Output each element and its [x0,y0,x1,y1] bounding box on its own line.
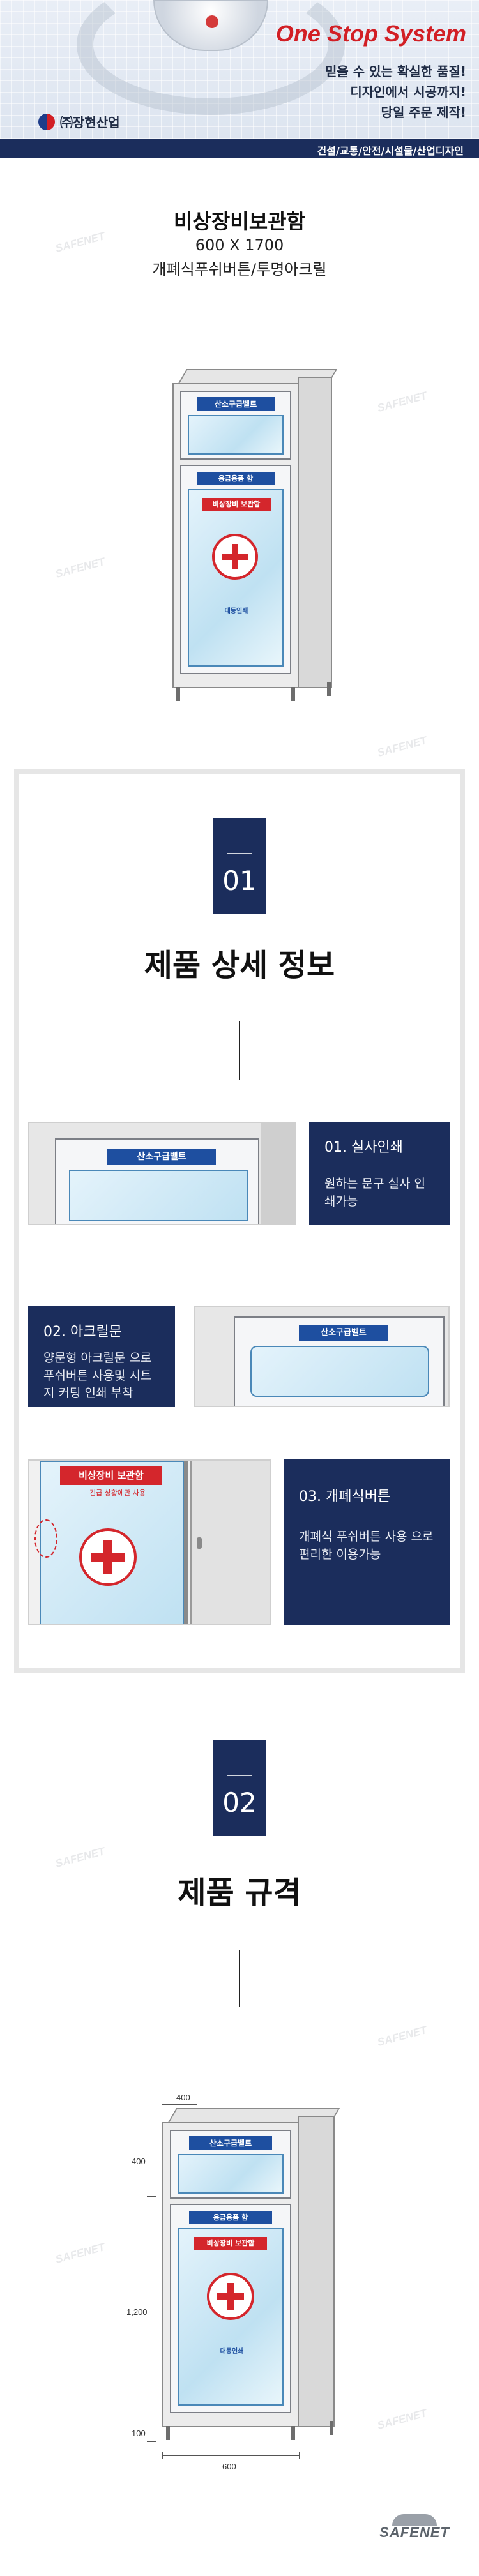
watermark: SAFENET [54,555,107,580]
safenet-logo: SAFENET [373,2514,456,2540]
cabinet-leg [176,687,180,701]
cabinet-leg [327,682,331,696]
first-aid-cross-icon [207,2273,254,2320]
lower-door-label: 응급용품 함 [189,2211,272,2224]
product-size: 600 X 1700 [195,236,284,254]
detail-image-print: 산소구급벨트 [28,1122,296,1225]
detail-box-1: 01. 실사인쇄 원하는 문구 실사 인쇄가능 [309,1122,450,1225]
company-name: ㈜장현산업 [60,115,120,130]
company-logo: ㈜장현산업 [38,112,120,131]
watermark: SAFENET [376,734,429,759]
watermark: SAFENET [54,1845,107,1870]
banner-slogan-1: 믿을 수 있는 확실한 품질! [325,64,466,79]
section-number-badge: 01 [213,818,266,914]
divider-line [239,1950,240,2007]
lower-door-glass: 비상장비 보관함 대동인쇄 [188,489,284,667]
lamp-red-light [206,15,218,28]
divider-line [239,1021,240,1080]
cabinet-product-image: 산소구급벨트 응급용품 함 비상장비 보관함 대동인쇄 [172,369,351,701]
first-aid-cross-icon [212,534,258,580]
banner-title: One Stop System [275,20,466,47]
detail-image-acrylic: 산소구급벨트 [194,1306,450,1407]
dimension-depth: 400 [176,2093,190,2102]
first-aid-cross-icon [79,1528,137,1586]
lower-door-label: 응급용품 함 [197,472,275,485]
push-button-highlight [34,1519,57,1558]
brand-label: 대동인쇄 [224,608,248,615]
detail-label: 산소구급벨트 [299,1325,388,1341]
watermark: SAFENET [376,2024,429,2049]
category-text: 건설/교통/안전/시설물/산업디자인 [317,145,464,157]
detail-description: 개폐식 푸쉬버튼 사용 으로 편리한 이용가능 [299,1530,434,1562]
red-label: 비상장비 보관함 [194,2237,267,2250]
detail-red-label: 비상장비 보관함 [60,1466,162,1485]
brand-label: 대동인쇄 [220,2348,244,2355]
section-number-badge: 02 [213,1740,266,1836]
watermark: SAFENET [54,2241,107,2266]
dimension-width: 600 [222,2462,236,2471]
dimension-legs: 100 [132,2429,146,2438]
cabinet-leg [291,687,295,701]
detail-box-2: 02. 아크릴문 양문형 아크릴문 으로 푸쉬버튼 사용및 시트지 커팅 인쇄 … [28,1306,175,1407]
header-banner: One Stop System 믿을 수 있는 확실한 품질! 디자인에서 시공… [0,0,479,158]
upper-door-glass [188,415,284,455]
watermark: SAFENET [376,2407,429,2432]
banner-slogan-2: 디자인에서 시공까지! [350,84,466,100]
door-handle [197,1537,202,1549]
detail-image-button: 비상장비 보관함 긴급 상황에만 사용 [28,1459,271,1625]
detail-red-sub: 긴급 상황에만 사용 [89,1489,146,1497]
banner-slogan-3: 당일 주문 제작! [381,105,466,120]
red-label: 비상장비 보관함 [202,498,271,511]
dimension-lower: 1,200 [126,2307,148,2317]
detail-title: 02. 아크릴문 [43,1324,122,1340]
cabinet-upper-door: 산소구급벨트 [180,391,291,460]
watermark: SAFENET [376,389,429,414]
detail-description: 원하는 문구 실사 인쇄가능 [324,1177,425,1209]
product-title: 비상장비보관함 [173,209,306,234]
cabinet-side [298,377,332,688]
section-title: 제품 상세 정보 [144,947,335,983]
product-description: 개폐식푸쉬버튼/투명아크릴 [152,260,327,278]
dimension-line-horizontal [162,2455,299,2456]
detail-description: 양문형 아크릴문 으로 푸쉬버튼 사용및 시트지 커팅 인쇄 부착 [43,1351,152,1401]
detail-title: 01. 실사인쇄 [324,1140,403,1156]
upper-door-label: 산소구급벨트 [189,2136,272,2150]
detail-box-3: 03. 개폐식버튼 개폐식 푸쉬버튼 사용 으로 편리한 이용가능 [284,1459,450,1625]
detail-label: 산소구급벨트 [107,1149,216,1165]
safenet-logo-text: SAFENET [379,2524,450,2540]
detail-title: 03. 개폐식버튼 [299,1489,391,1505]
company-logo-icon [38,113,55,130]
safenet-logo-icon [392,2514,437,2526]
upper-door-label: 산소구급벨트 [197,397,275,411]
spec-cabinet-image: 산소구급벨트 응급용품 함 비상장비 보관함 대동인쇄 [162,2108,354,2440]
dimension-upper: 400 [132,2157,146,2166]
cabinet-lower-door: 응급용품 함 비상장비 보관함 대동인쇄 [180,465,291,674]
section-title: 제품 규격 [178,1875,301,1911]
category-bar: 건설/교통/안전/시설물/산업디자인 [0,139,479,158]
